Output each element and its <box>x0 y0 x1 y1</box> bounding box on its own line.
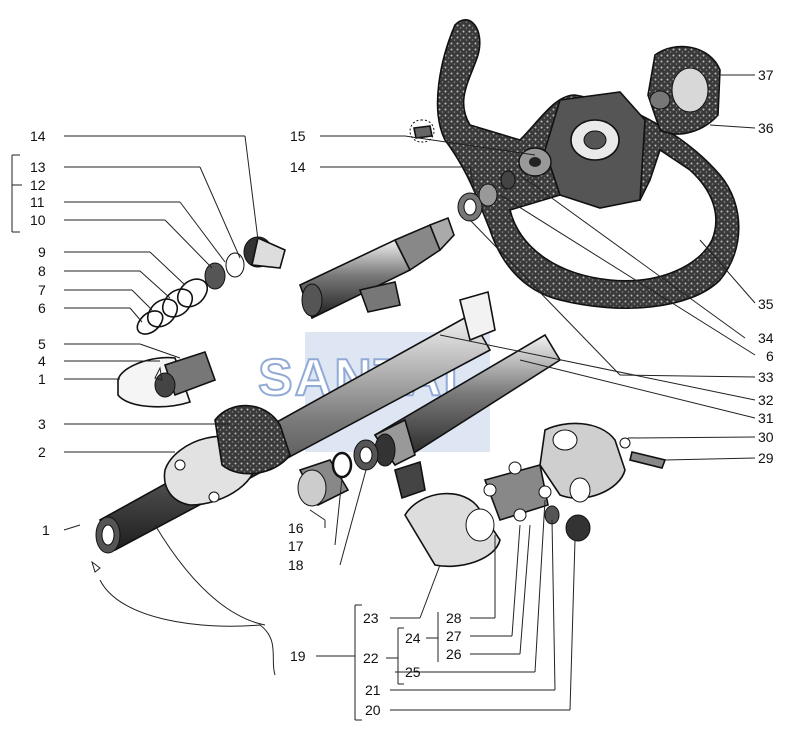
label-4: 4 <box>38 353 46 369</box>
label-19: 19 <box>290 648 306 664</box>
label-3: 3 <box>38 416 46 432</box>
label-22: 22 <box>363 650 379 666</box>
label-10: 10 <box>30 212 46 228</box>
label-20: 20 <box>365 702 381 718</box>
label-9: 9 <box>38 244 46 260</box>
label-13: 13 <box>30 159 46 175</box>
bearing-set <box>297 439 426 507</box>
label-34: 34 <box>758 330 774 346</box>
label-35: 35 <box>758 296 774 312</box>
label-24: 24 <box>405 630 421 646</box>
label-36: 36 <box>758 120 774 136</box>
label-25: 25 <box>405 664 421 680</box>
callout-labels: 14 13 12 11 10 9 8 7 6 5 4 1 3 2 1 15 14… <box>30 67 774 718</box>
label-5: 5 <box>38 336 46 352</box>
label-14-left: 14 <box>30 128 46 144</box>
label-14-top: 14 <box>290 159 306 175</box>
label-12: 12 <box>30 177 46 193</box>
column-tube <box>95 290 496 554</box>
label-23: 23 <box>363 610 379 626</box>
label-7: 7 <box>38 282 46 298</box>
leader-lines <box>11 74 756 721</box>
bushing-assembly <box>117 350 217 408</box>
lower-shaft <box>373 333 562 467</box>
label-2: 2 <box>38 444 46 460</box>
label-1-upper: 1 <box>38 371 46 387</box>
label-37: 37 <box>758 67 774 83</box>
ring-14-top <box>457 170 516 222</box>
label-8: 8 <box>38 263 46 279</box>
label-33: 33 <box>758 369 774 385</box>
label-27: 27 <box>446 628 462 644</box>
label-28: 28 <box>446 610 462 626</box>
label-17: 17 <box>288 538 304 554</box>
label-1-lower: 1 <box>42 522 50 538</box>
label-30: 30 <box>758 429 774 445</box>
upper-shaft <box>298 216 455 320</box>
label-29: 29 <box>758 450 774 466</box>
label-21: 21 <box>365 682 381 698</box>
label-11: 11 <box>30 194 45 210</box>
label-26: 26 <box>446 646 462 662</box>
label-32: 32 <box>758 392 774 408</box>
label-6-right: 6 <box>766 348 774 364</box>
steering-wheel <box>436 19 740 309</box>
spring-pack <box>136 236 286 335</box>
label-16: 16 <box>288 520 304 536</box>
label-6-left: 6 <box>38 300 46 316</box>
label-15: 15 <box>290 128 306 144</box>
label-31: 31 <box>758 410 774 426</box>
screw-15 <box>409 119 435 143</box>
cardan-joint <box>404 422 667 568</box>
label-18: 18 <box>288 557 304 573</box>
assembly-arrows <box>91 366 276 676</box>
